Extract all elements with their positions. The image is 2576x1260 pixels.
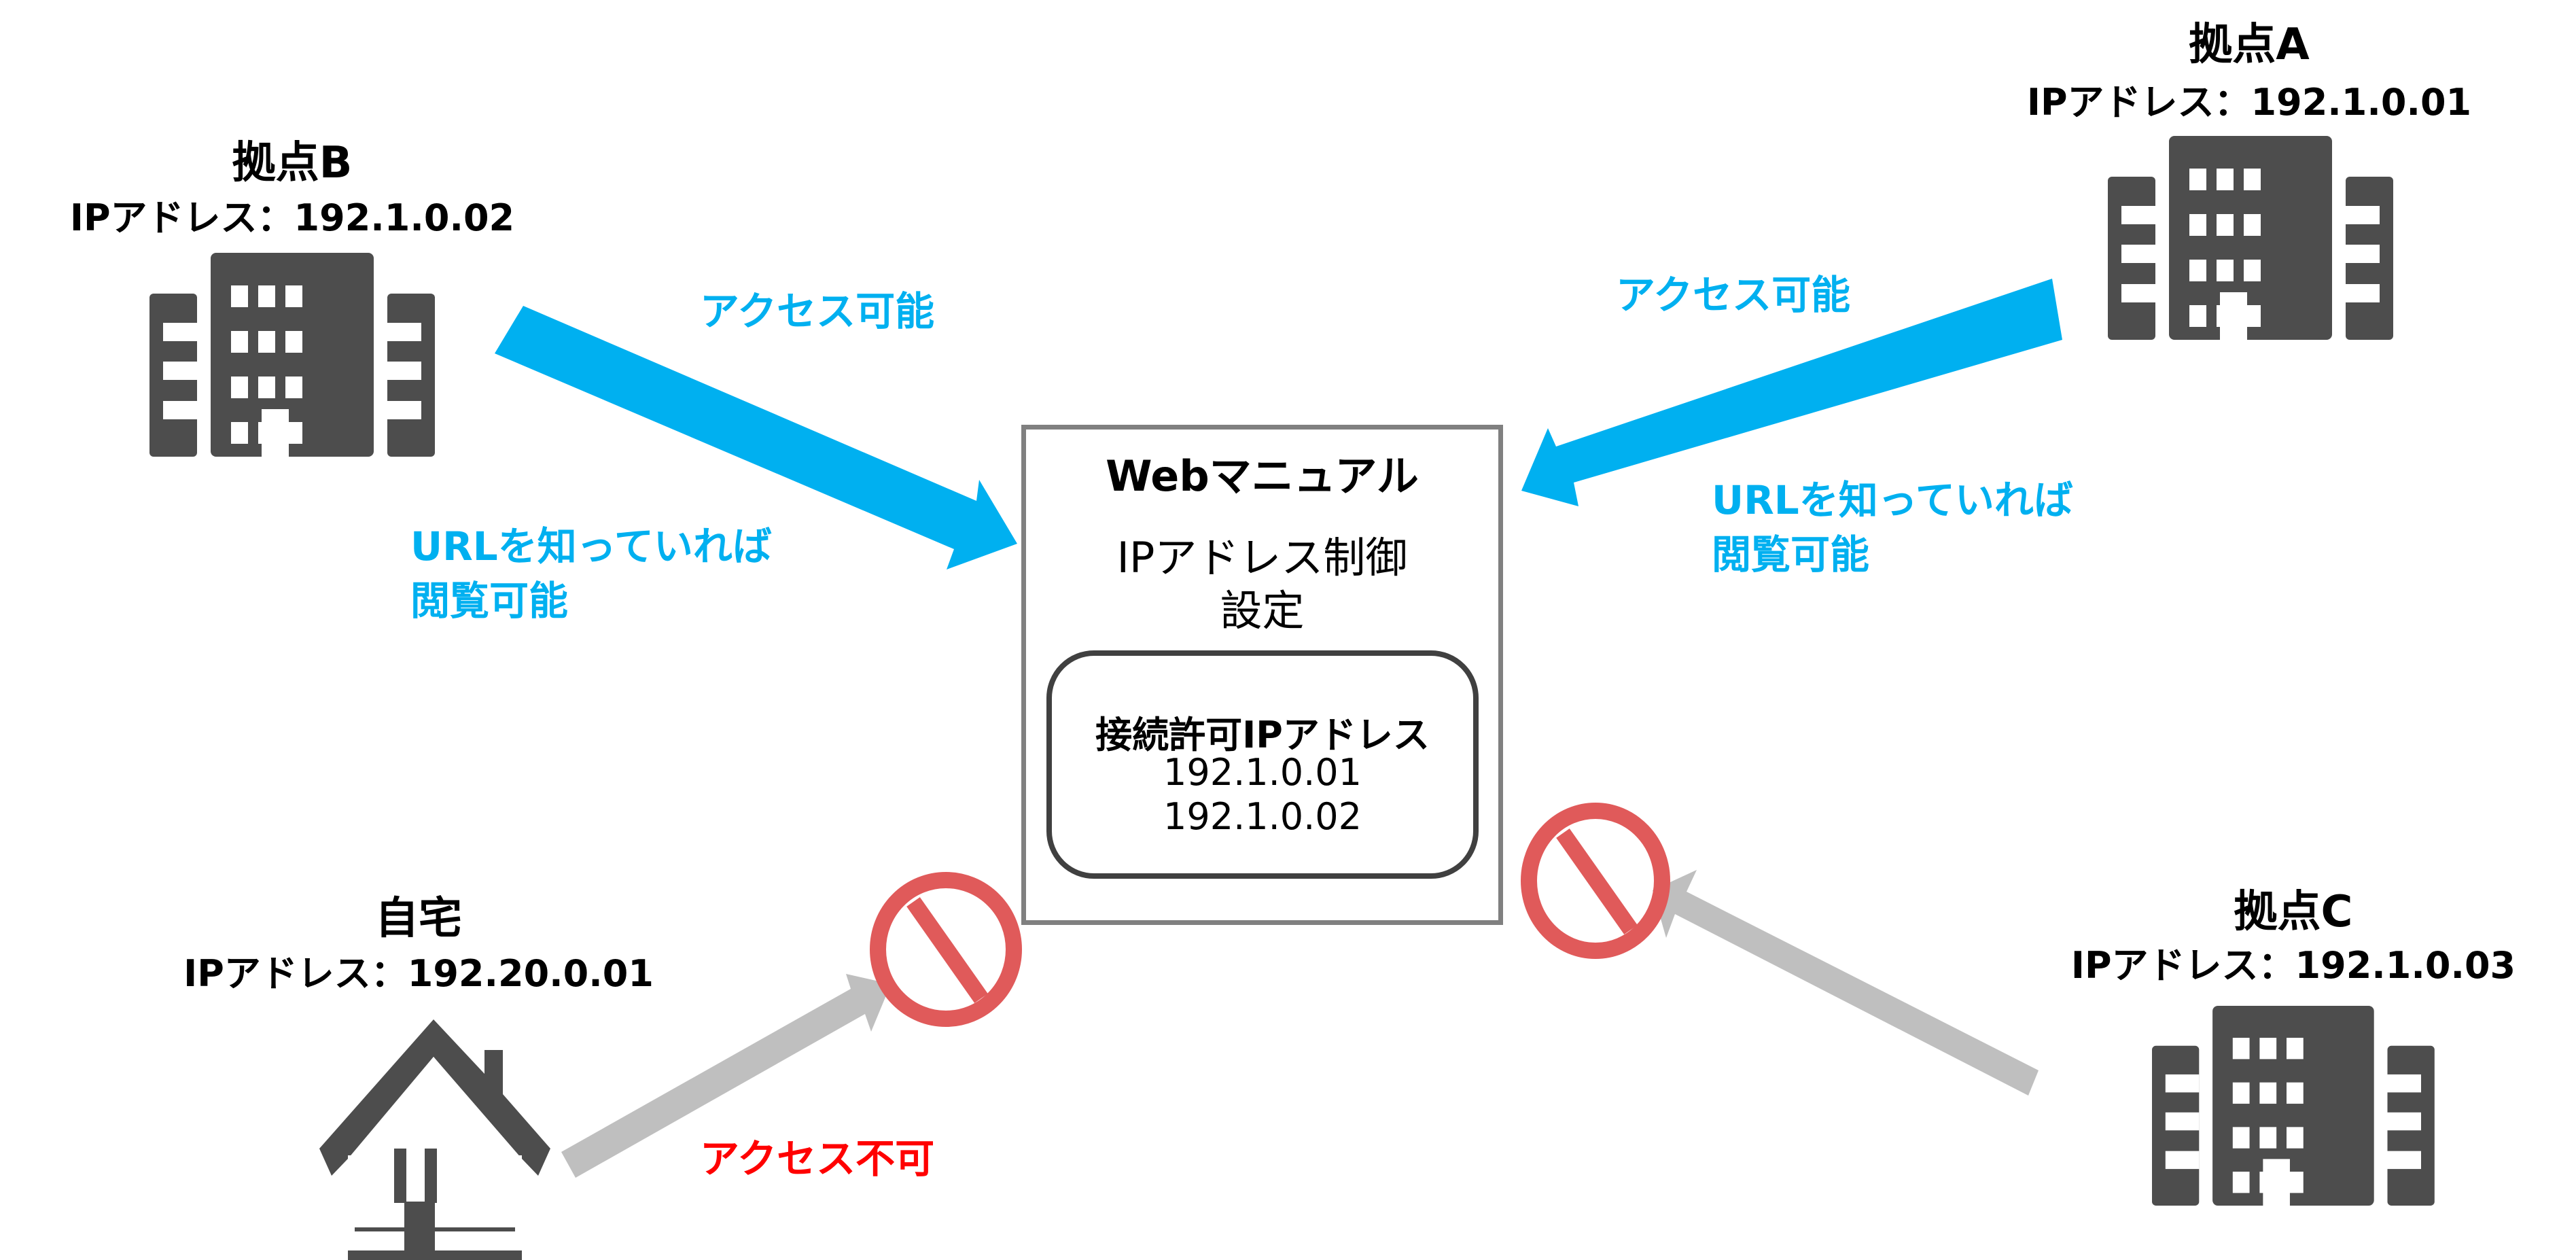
server-subtitle-line2: 設定 (1220, 586, 1305, 635)
site-b-building-icon (149, 253, 435, 458)
blocked-arrow-site-c (1653, 870, 2039, 1096)
server-title: Webマニュアル (1106, 451, 1419, 501)
allowed-arrow-site-b (495, 306, 1017, 570)
url-note-right-line2: 閲覧可能 (1712, 531, 1870, 578)
server-subtitle: IPアドレス制御 設定 (1026, 531, 1498, 637)
site-a-ip: IPアドレス：192.1.0.01 (2026, 81, 2472, 124)
access-denied-label: アクセス不可 (700, 1136, 935, 1182)
access-allowed-label-right: アクセス可能 (1616, 272, 1851, 318)
no-entry-icon (1521, 803, 1670, 959)
access-allowed-label-left: アクセス可能 (700, 288, 935, 334)
home-house-icon (319, 1019, 550, 1260)
allowlist-panel: 接続許可IPアドレス 192.1.0.01 192.1.0.02 (1046, 650, 1479, 879)
url-note-right: URLを知っていれば 閲覧可能 (1712, 473, 2073, 582)
no-entry-icon (870, 872, 1022, 1027)
site-c-building-icon (2152, 1006, 2435, 1207)
server-subtitle-line1: IPアドレス制御 (1116, 533, 1408, 582)
url-note-left: URLを知っていれば 閲覧可能 (410, 519, 772, 628)
url-note-left-line1: URLを知っていれば (410, 523, 772, 570)
home-title: 自宅 (375, 894, 462, 944)
site-c-title: 拠点C (2234, 887, 2353, 937)
site-a-building-icon (2108, 136, 2393, 341)
site-b-ip: IPアドレス：192.1.0.02 (69, 196, 515, 239)
site-a-title: 拠点A (2189, 20, 2310, 70)
home-ip: IPアドレス：192.20.0.01 (183, 952, 654, 995)
blocked-arrow-home (561, 974, 891, 1178)
site-c-ip: IPアドレス：192.1.0.03 (2070, 944, 2516, 987)
allowed-arrow-site-a (1521, 279, 2062, 506)
url-note-right-line1: URLを知っていれば (1712, 477, 2073, 523)
allowlist-ip: 192.1.0.02 (1163, 795, 1362, 838)
allowlist-ip: 192.1.0.01 (1163, 751, 1362, 794)
allowlist-title: 接続許可IPアドレス (1095, 714, 1430, 756)
web-manual-server-box: Webマニュアル IPアドレス制御 設定 接続許可IPアドレス 192.1.0.… (1021, 425, 1503, 925)
url-note-left-line2: 閲覧可能 (410, 578, 569, 624)
site-b-title: 拠点B (232, 138, 353, 188)
